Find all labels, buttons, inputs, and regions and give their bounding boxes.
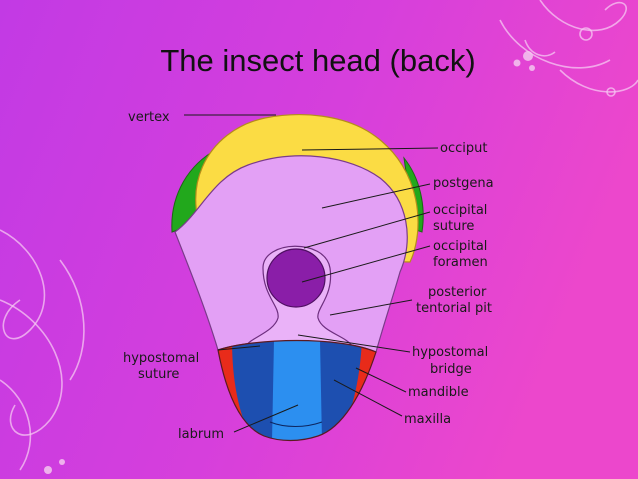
label-occipital-suture-line1: occipital [433,203,487,218]
slide-title: The insect head (back) [160,43,475,78]
insect-head-diagram [171,114,424,442]
leader-labrum [233,404,299,433]
leader-occipital-suture [303,211,431,249]
occipital-foramen [266,248,326,308]
label-vertex: vertex [128,110,170,125]
leader-mandible [355,367,407,393]
label-occipital-suture-line2: suture [433,219,474,234]
label-occiput: occiput [440,141,487,156]
label-hypostomal-suture-line2: suture [138,367,179,382]
label-postgena: postgena [433,176,494,191]
label-posterior-tentorial-pit-line1: posterior [428,285,487,300]
leader-postgena [321,183,431,209]
leader-hypostomal-suture [217,345,261,351]
mouthparts-outline [217,339,377,442]
decorative-flower [44,51,535,474]
leader-occipital-foramen [301,245,431,283]
label-hypostomal-bridge-line2: bridge [430,362,472,377]
leader-posterior-tentorial-pit [329,299,413,316]
leader-maxilla [333,379,403,417]
leader-hypostomal-bridge [297,334,411,353]
label-mandible: mandible [408,385,469,400]
leader-lines [184,114,439,433]
labels: vertex occiput postgena occipital suture… [123,110,494,442]
label-hypostomal-bridge-line1: hypostomal [412,345,488,360]
label-maxilla: maxilla [404,412,451,427]
label-occipital-foramen-line2: foramen [433,255,488,270]
labrum-shape [272,340,322,441]
maxilla-right [318,340,362,441]
maxilla-left [232,340,276,441]
label-posterior-tentorial-pit-line2: tentorial pit [416,301,492,316]
label-occipital-foramen-line1: occipital [433,239,487,254]
leader-occiput [301,147,439,151]
labrum-edge [269,421,323,427]
label-hypostomal-suture-line1: hypostomal [123,351,199,366]
label-labrum: labrum [178,427,224,442]
